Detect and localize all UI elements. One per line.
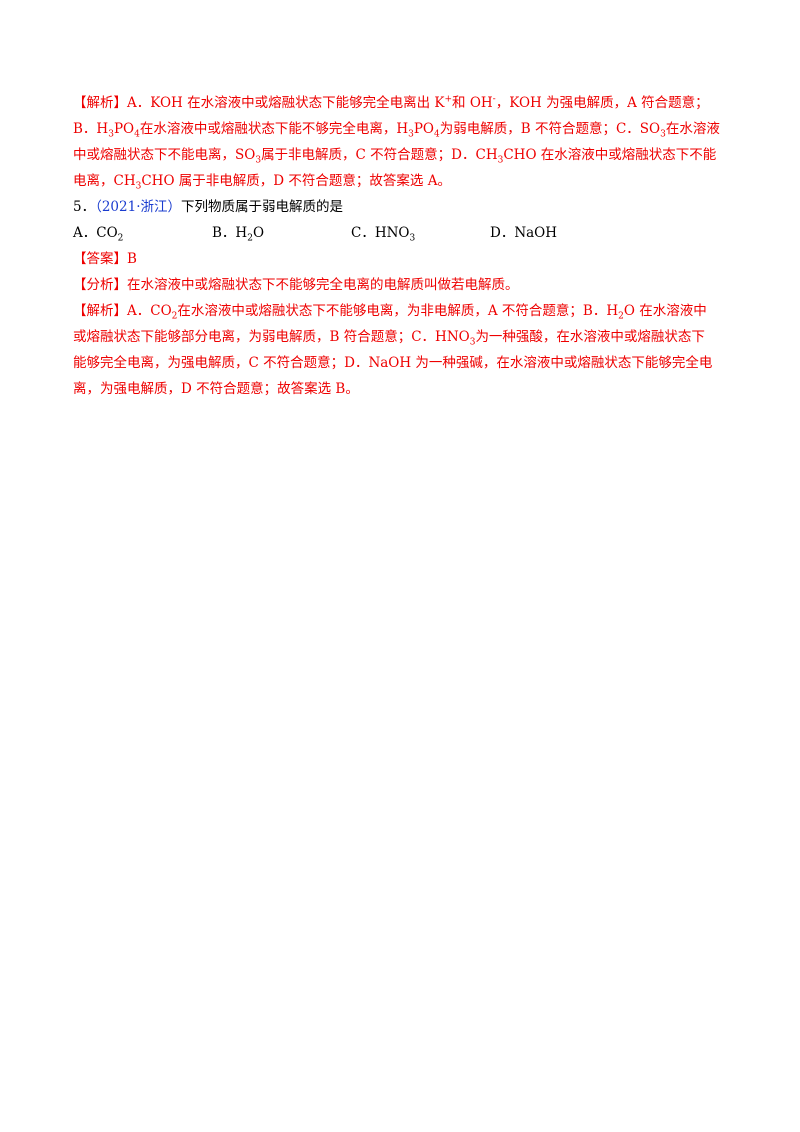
subscript: 3 xyxy=(108,129,114,140)
question-5: 5．（2021·浙江）下列物质属于弱电解质的是 A．CO2 B．H2O C．HN… xyxy=(73,194,735,402)
subscript: 3 xyxy=(255,155,262,166)
text-segment: O 在水溶液中 xyxy=(623,303,707,319)
text-segment: CHO 在水溶液中或熔融状态下不能 xyxy=(503,147,717,163)
text-segment: 为弱电解质，B 不符合题意；C．SO xyxy=(439,121,661,137)
q4-explanation-line-1: 【解析】A．KOH 在水溶液中或熔融状态下能够完全电离出 K+和 OH-，KOH… xyxy=(73,90,735,116)
q5-analysis: 【分析】在水溶液中或熔融状态下不能够完全电离的电解质叫做若电解质。 xyxy=(73,272,735,298)
subscript: 3 xyxy=(409,233,416,244)
text-segment: 电离，CH xyxy=(73,173,136,189)
question-number: 5． xyxy=(73,199,96,215)
q5-explanation-line-1: 【解析】A．CO2在水溶液中或熔融状态下不能够电离，为非电解质，A 不符合题意；… xyxy=(73,298,735,324)
question-stem: 下列物质属于弱电解质的是 xyxy=(181,199,343,215)
text-segment: 在水溶液中或熔融状态下不能够电离，为非电解质，A 不符合题意；B．H xyxy=(177,303,619,319)
text-segment: B．H xyxy=(73,121,109,137)
subscript: 3 xyxy=(135,181,142,192)
option-label: D．NaOH xyxy=(490,225,558,241)
q4-explanation-line-2: B．H3PO4在水溶液中或熔融状态下能不够完全电离，H3PO4为弱电解质，B 不… xyxy=(73,116,735,142)
question-source: （2021·浙江） xyxy=(95,199,181,215)
subscript: 3 xyxy=(408,129,414,140)
q5-options: A．CO2 B．H2O C．HNO3 D．NaOH xyxy=(73,220,735,246)
explanation-tag: 【解析】 xyxy=(73,95,127,111)
explanation-tag: 【解析】 xyxy=(73,303,127,319)
superscript: + xyxy=(444,94,453,105)
subscript: 2 xyxy=(618,311,624,322)
text-segment: 为一种强酸，在水溶液中或熔融状态下 xyxy=(475,329,705,345)
subscript: 3 xyxy=(497,155,504,166)
option-a: A．CO2 xyxy=(73,220,123,246)
option-c: C．HNO3 xyxy=(351,220,415,246)
analysis-tag: 【分析】 xyxy=(73,277,127,293)
text-segment: A．KOH 在水溶液中或熔融状态下能够完全电离出 K xyxy=(127,95,445,111)
text-segment: 在水溶液 xyxy=(665,121,720,137)
q5-stem-line: 5．（2021·浙江）下列物质属于弱电解质的是 xyxy=(73,194,735,220)
text-segment: PO xyxy=(413,121,434,137)
option-label: A．CO xyxy=(73,225,118,241)
subscript: 3 xyxy=(660,129,666,140)
text-segment: 中或熔融状态下不能电离，SO xyxy=(73,147,256,163)
subscript: 2 xyxy=(247,233,253,244)
text-segment: ，KOH 为强电解质，A 符合题意； xyxy=(495,95,709,111)
text-segment: 或熔融状态下能够部分电离，为弱电解质，B 符合题意；C．HNO xyxy=(73,329,470,345)
option-rest: O xyxy=(252,225,265,241)
text-segment: CHO 属于非电解质，D 不符合题意；故答案选 A。 xyxy=(141,173,451,189)
q5-explanation-line-4: 离，为强电解质，D 不符合题意；故答案选 B。 xyxy=(73,381,359,397)
option-label: C．HNO xyxy=(351,225,410,241)
q5-explanation-line-2: 或熔融状态下能够部分电离，为弱电解质，B 符合题意；C．HNO3为一种强酸，在水… xyxy=(73,324,735,350)
analysis-text: 在水溶液中或熔融状态下不能够完全电离的电解质叫做若电解质。 xyxy=(127,277,519,293)
text-segment: 和 OH xyxy=(452,95,493,111)
option-b: B．H2O xyxy=(212,220,264,246)
subscript: 4 xyxy=(434,129,440,140)
q5-answer: 【答案】B xyxy=(73,251,137,267)
q4-explanation-line-4: 电离，CH3CHO 属于非电解质，D 不符合题意；故答案选 A。 xyxy=(73,168,735,194)
subscript: 4 xyxy=(134,129,140,140)
q4-explanation-line-3: 中或熔融状态下不能电离，SO3属于非电解质，C 不符合题意；D．CH3CHO 在… xyxy=(73,142,735,168)
text-segment: 在水溶液中或熔融状态下能不够完全电离，H xyxy=(139,121,409,137)
subscript: 2 xyxy=(171,311,178,322)
text-segment: A．CO xyxy=(127,303,172,319)
option-label: B．H xyxy=(212,225,248,241)
q5-explanation-line-3: 能够完全电离，为强电解质，C 不符合题意；D．NaOH 为一种强碱，在水溶液中或… xyxy=(73,355,713,371)
text-segment: 属于非电解质，C 不符合题意；D．CH xyxy=(261,147,498,163)
superscript: - xyxy=(492,94,496,105)
subscript: 3 xyxy=(469,337,476,348)
q4-explanation: 【解析】A．KOH 在水溶液中或熔融状态下能够完全电离出 K+和 OH-，KOH… xyxy=(73,90,735,194)
text-segment: PO xyxy=(113,121,135,137)
option-d: D．NaOH xyxy=(490,220,557,246)
subscript: 2 xyxy=(117,233,124,244)
